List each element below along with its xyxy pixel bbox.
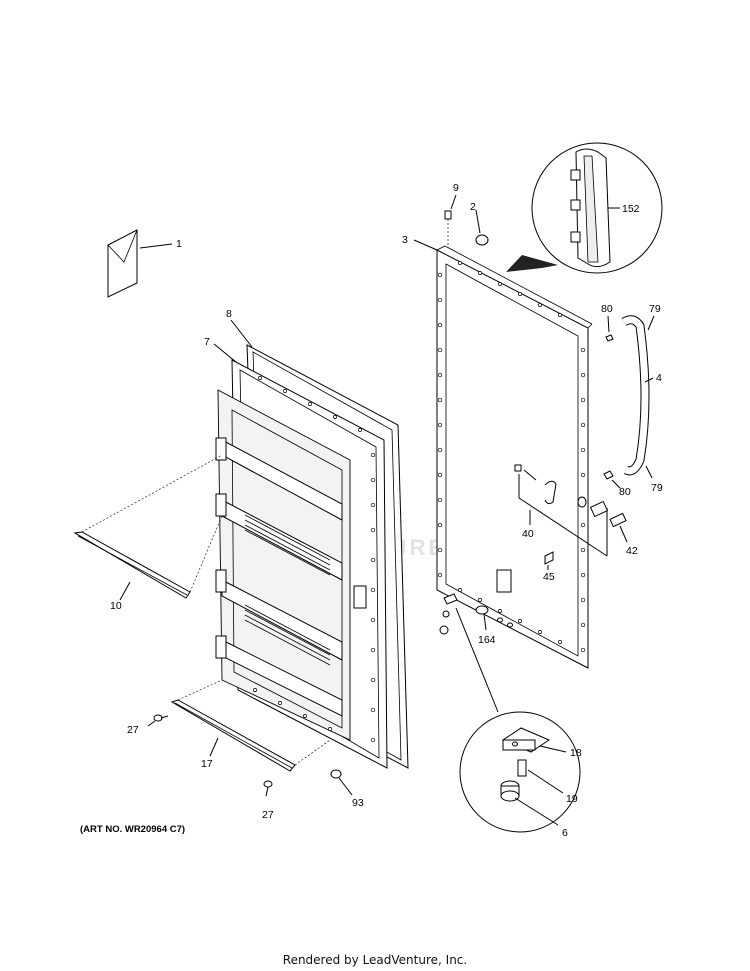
screw-27-lower[interactable]	[263, 780, 273, 797]
label-93[interactable]: 93	[352, 797, 364, 809]
label-1[interactable]: 1	[176, 238, 182, 250]
label-164[interactable]: 164	[478, 634, 496, 646]
label-10[interactable]: 10	[110, 600, 122, 612]
label-80-lower[interactable]: 80	[619, 486, 631, 498]
screw-9[interactable]	[444, 194, 457, 248]
detail-callout-hinge[interactable]	[455, 607, 581, 833]
lock-assembly-40[interactable]	[514, 464, 608, 557]
label-6[interactable]: 6	[562, 827, 568, 839]
label-4[interactable]: 4	[656, 372, 662, 384]
label-2[interactable]: 2	[470, 201, 476, 213]
label-27-upper[interactable]: 27	[127, 724, 139, 736]
lock-clip-45[interactable]	[544, 551, 554, 570]
screw-80-upper[interactable]	[605, 315, 614, 342]
shelf-trim-upper-part[interactable]	[73, 454, 223, 601]
detail-callout-152[interactable]	[506, 142, 663, 274]
door-liner-part[interactable]	[215, 344, 409, 769]
plug-93[interactable]	[330, 769, 353, 796]
cap-79-upper[interactable]	[647, 315, 655, 331]
label-3[interactable]: 3	[402, 234, 408, 246]
label-79-lower[interactable]: 79	[651, 482, 663, 494]
label-40[interactable]: 40	[522, 528, 534, 540]
label-9[interactable]: 9	[453, 182, 459, 194]
outer-door-panel-part[interactable]	[436, 245, 593, 669]
cap-79-lower[interactable]	[645, 465, 653, 479]
label-80-upper[interactable]: 80	[601, 303, 613, 315]
footer-credit: Rendered by LeadVenture, Inc.	[282, 953, 468, 967]
label-19[interactable]: 19	[566, 793, 578, 805]
plug-2[interactable]	[475, 209, 489, 246]
label-7[interactable]: 7	[204, 336, 210, 348]
door-handle-part[interactable]	[621, 315, 654, 476]
manual-envelope-part[interactable]	[107, 229, 173, 298]
label-27-lower[interactable]: 27	[262, 809, 274, 821]
hinge-parts-164[interactable]	[439, 593, 513, 635]
label-18[interactable]: 18	[570, 747, 582, 759]
label-79-upper[interactable]: 79	[649, 303, 661, 315]
lock-cylinder-42[interactable]	[577, 496, 628, 543]
art-number: (ART NO. WR20964 C7)	[80, 824, 186, 835]
label-45[interactable]: 45	[543, 571, 555, 583]
label-42[interactable]: 42	[626, 545, 638, 557]
label-17[interactable]: 17	[201, 758, 213, 770]
screw-27-upper[interactable]	[147, 714, 169, 727]
label-152[interactable]: 152	[622, 203, 640, 215]
label-8[interactable]: 8	[226, 308, 232, 320]
shelf-trim-lower-part[interactable]	[170, 679, 331, 772]
screw-80-lower[interactable]	[603, 470, 621, 489]
